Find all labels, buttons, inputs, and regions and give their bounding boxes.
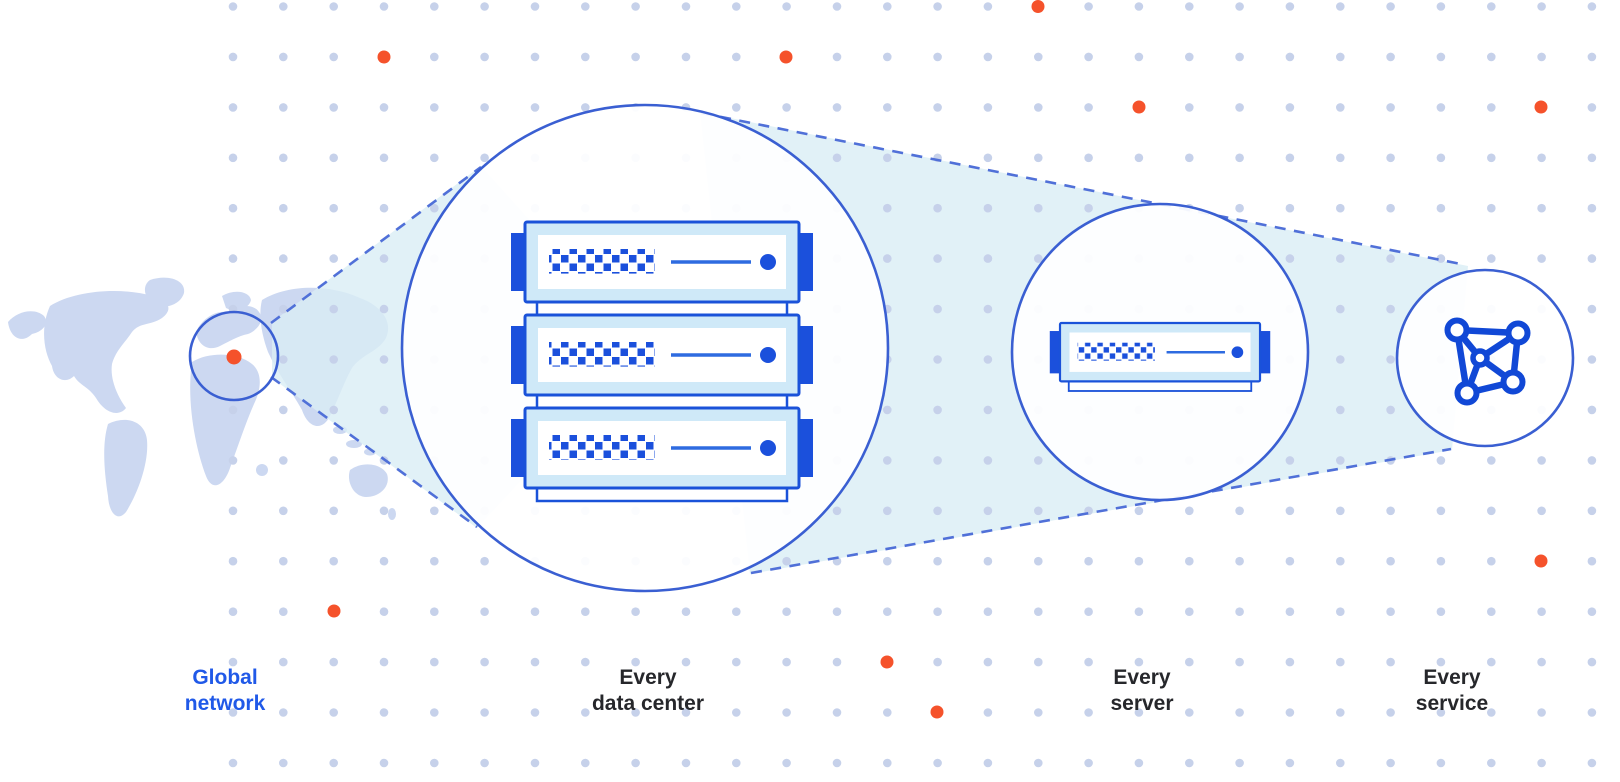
label-line: Global <box>192 666 258 689</box>
accent-dots <box>226 0 1548 719</box>
mesh-network-icon <box>1444 317 1531 406</box>
label-every-service: Every service <box>1416 665 1488 717</box>
accent-dot <box>880 655 894 669</box>
zoom-connector-dashed-lines <box>270 111 1467 575</box>
accent-dot <box>930 705 944 719</box>
accent-dot <box>327 604 341 618</box>
label-global-network: Global network <box>185 665 266 717</box>
label-every-server: Every server <box>1110 665 1173 717</box>
label-every-data-center: Every data center <box>592 665 704 717</box>
server-rack-icon <box>511 220 813 503</box>
accent-dot <box>1132 100 1146 114</box>
accent-dot <box>377 50 391 64</box>
label-line: service <box>1415 692 1489 715</box>
accent-dot <box>226 349 242 365</box>
label-line: data center <box>591 692 705 715</box>
accent-dot <box>1534 100 1548 114</box>
label-line: Every <box>1423 666 1481 689</box>
accent-dot <box>1534 554 1548 568</box>
global-network-region-circle <box>188 310 280 402</box>
server-unit-icon <box>1049 321 1271 392</box>
accent-dot <box>1031 0 1045 13</box>
label-line: network <box>184 692 266 715</box>
label-line: Every <box>1113 666 1171 689</box>
label-line: Every <box>619 666 677 689</box>
accent-dot <box>779 50 793 64</box>
label-line: server <box>1110 692 1174 715</box>
